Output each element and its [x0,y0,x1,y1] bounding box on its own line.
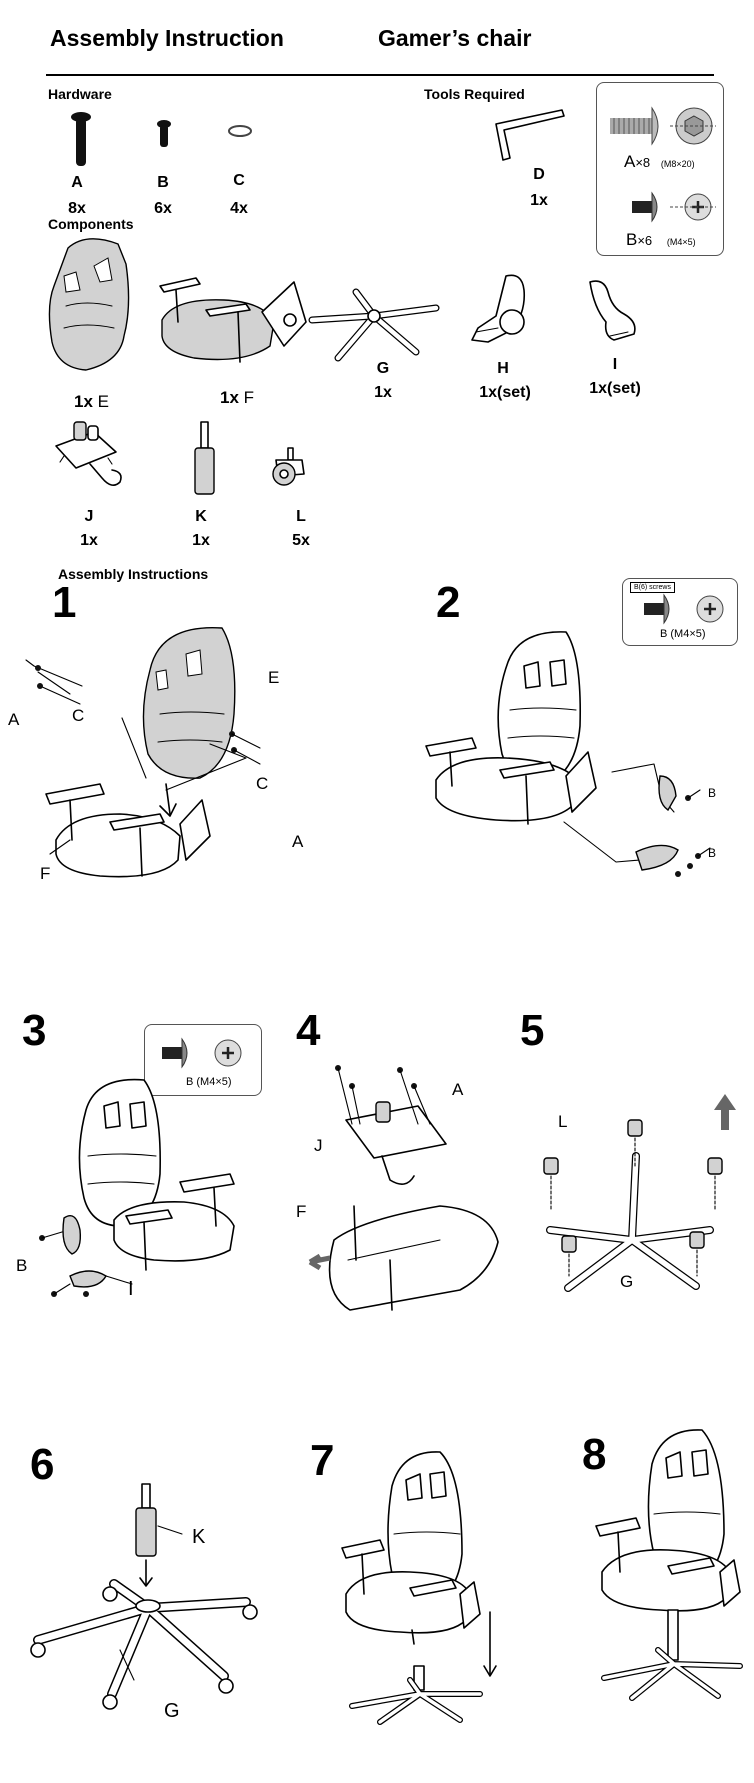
step-4-number: 4 [296,1006,320,1056]
s1-callout-a1: A [8,710,19,730]
s3-screw-b-icon [158,1036,248,1070]
s4-callout-f: F [296,1202,306,1222]
washer-c-icon [226,124,256,138]
component-j-letter: J [74,508,104,526]
s1-callout-a2: A [292,832,303,852]
s6-callout-g: G [164,1700,180,1723]
component-j-qty: 1x [74,532,104,550]
seat-f-icon [154,262,314,372]
bolt-a-detail-icon [604,104,714,150]
hardware-b-qty: 6x [148,200,178,218]
header-divider [46,74,714,76]
hardware-a-letter: A [62,174,92,192]
step-5-illustration [540,1120,740,1304]
step-2-number: 2 [436,578,460,628]
bolt-a-icon [66,112,96,172]
step-8-illustration [592,1424,752,1714]
step-2-illustration [416,626,726,896]
hardware-b-letter: B [148,174,178,192]
component-k-letter: K [186,508,216,526]
component-e-qty: 1x [74,392,93,411]
component-h-qty: 1x(set) [470,384,540,402]
step-3-number: 3 [22,1006,46,1056]
component-i-letter: I [600,356,630,374]
s5-callout-l: L [558,1112,567,1132]
page-title: Assembly Instruction [50,25,284,52]
component-e-letter: E [98,392,109,411]
side-cover-h-icon [468,272,538,348]
gas-lift-k-icon [190,420,220,500]
step-7-number: 7 [310,1436,334,1486]
side-cover-i-icon [584,278,644,348]
hardware-c-qty: 4x [224,200,254,218]
hardware-heading: Hardware [48,86,112,102]
s1-callout-e: E [268,668,279,688]
mechanism-j-icon [50,416,126,496]
component-f-qty: 1x [220,388,239,407]
caster-l-icon [266,444,310,488]
box-b-count: ×6 [637,233,652,248]
components-heading: Components [48,216,134,232]
screw-b-icon [154,120,174,152]
s1-callout-c1: C [72,706,84,726]
product-name: Gamer’s chair [378,25,531,52]
tool-d-qty: 1x [524,192,554,210]
tool-d-letter: D [524,166,554,184]
box-a-size: (M8×20) [661,159,695,169]
step-5-number: 5 [520,1006,544,1056]
step-1-illustration [10,614,330,894]
box-a-count: ×8 [635,155,650,170]
s5-callout-g: G [620,1272,633,1292]
step-7-illustration [340,1444,510,1724]
component-f-letter: F [244,388,254,407]
box-b-size: (M4×5) [667,237,696,247]
component-h-letter: H [488,360,518,378]
s1-callout-c2: C [256,774,268,794]
backrest-e-icon [46,236,132,386]
s3-callout-i: I [128,1278,134,1301]
s1-callout-f: F [40,864,50,884]
hardware-c-letter: C [224,172,254,190]
s6-callout-k: K [192,1526,205,1549]
s2-callout-b2: B [708,846,716,860]
assembly-heading: Assembly Instructions [58,566,208,582]
component-k-qty: 1x [186,532,216,550]
s2-screw-b-icon [640,592,730,626]
component-i-qty: 1x(set) [580,380,650,398]
component-l-qty: 5x [286,532,316,550]
s2-callout-b1: B [708,786,716,800]
base-g-icon [308,288,444,362]
box-a-label: A [624,152,635,171]
tools-heading: Tools Required [424,86,525,102]
s3-callout-b: B [16,1256,27,1276]
box-b-label: B [626,230,637,249]
s4-callout-a: A [452,1080,463,1100]
component-g-letter: G [368,360,398,378]
allen-key-icon [490,106,570,166]
screw-b-detail-icon [628,190,718,224]
step-4-illustration [290,1060,510,1310]
step-6-illustration [24,1480,264,1700]
component-l-letter: L [286,508,316,526]
component-g-qty: 1x [368,384,398,402]
s4-callout-j: J [314,1136,323,1156]
step-3-illustration [34,1070,264,1300]
